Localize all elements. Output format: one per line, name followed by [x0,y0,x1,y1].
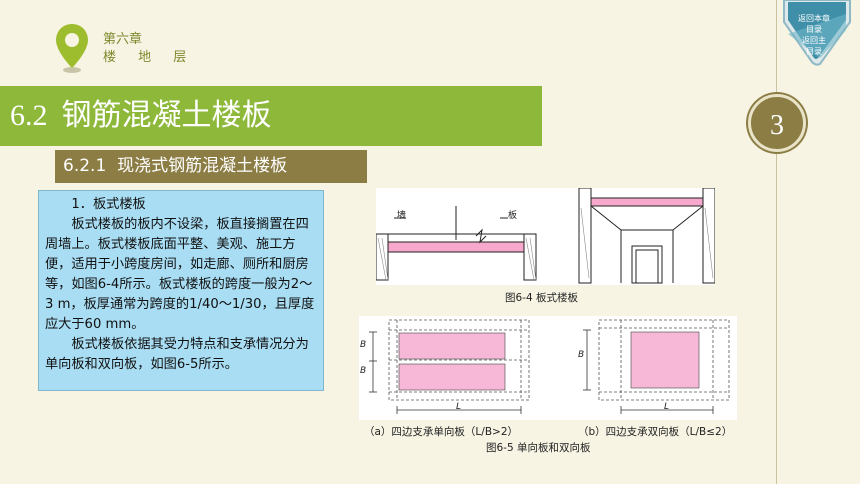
navigation-links: 返回本章目录 返回主目录 [788,13,840,57]
figure-6-4-label-slab: 板 [508,211,518,221]
vertical-divider [776,0,777,484]
chapter-label: 第六章 楼 地 层 [103,31,195,67]
back-to-chapter-link[interactable]: 返回本章目录 [798,14,830,34]
figure-6-5 [359,316,737,420]
navigation-badge-icon[interactable] [780,0,852,66]
figure-6-4-caption: 图6-4 板式楼板 [505,292,578,304]
page-number: 3 [748,94,806,152]
body-heading: 1．板式楼板 [71,197,146,212]
back-to-main-link[interactable]: 返回主目录 [802,36,826,56]
figure-6-5-label-l-b: L [664,402,670,412]
body-paragraph-1: 板式楼板的板内不设梁，板直接搁置在四周墙上。板式楼板底面平整、美观、施工方便，适… [45,217,315,332]
subsection-title-text: 现浇式钢筋混凝土楼板 [117,156,288,176]
chapter-name: 楼 地 层 [103,50,196,65]
figure-6-5-sub-b: （b）四边支承双向板（L/B≤2） [578,426,733,438]
section-title: 6.2 钢筋混凝土楼板 [0,86,542,146]
figure-6-5-label-b1: B [360,340,367,350]
chapter-number: 第六章 [103,32,143,47]
figure-6-5-label-l-a: L [456,402,462,412]
figure-6-4-label-wall: 墙 [397,211,407,221]
subsection-number: 6.2.1 [63,156,107,176]
figure-6-5-drawing [369,319,730,414]
figure-6-5-sub-a: （a）四边支承单向板（L/B>2） [364,426,519,438]
location-pin-icon [56,24,88,73]
figure-6-5-caption: 图6-5 单向板和双向板 [486,442,591,454]
section-title-text: 钢筋混凝土楼板 [61,98,272,133]
subsection-title: 6.2.1 现浇式钢筋混凝土楼板 [55,150,367,183]
content-text-box: 1．板式楼板 板式楼板的板内不设梁，板直接搁置在四周墙上。板式楼板底面平整、美观… [38,190,324,391]
section-number: 6.2 [10,99,48,132]
body-paragraph-2: 板式楼板依据其受力特点和支承情况分为单向板和双向板，如图6-5所示。 [45,337,309,372]
figure-6-5-label-b2: B [360,366,367,376]
figure-6-4-drawing [375,187,716,284]
figure-6-5-label-b-b: B [578,350,585,360]
figure-6-4 [375,187,716,285]
